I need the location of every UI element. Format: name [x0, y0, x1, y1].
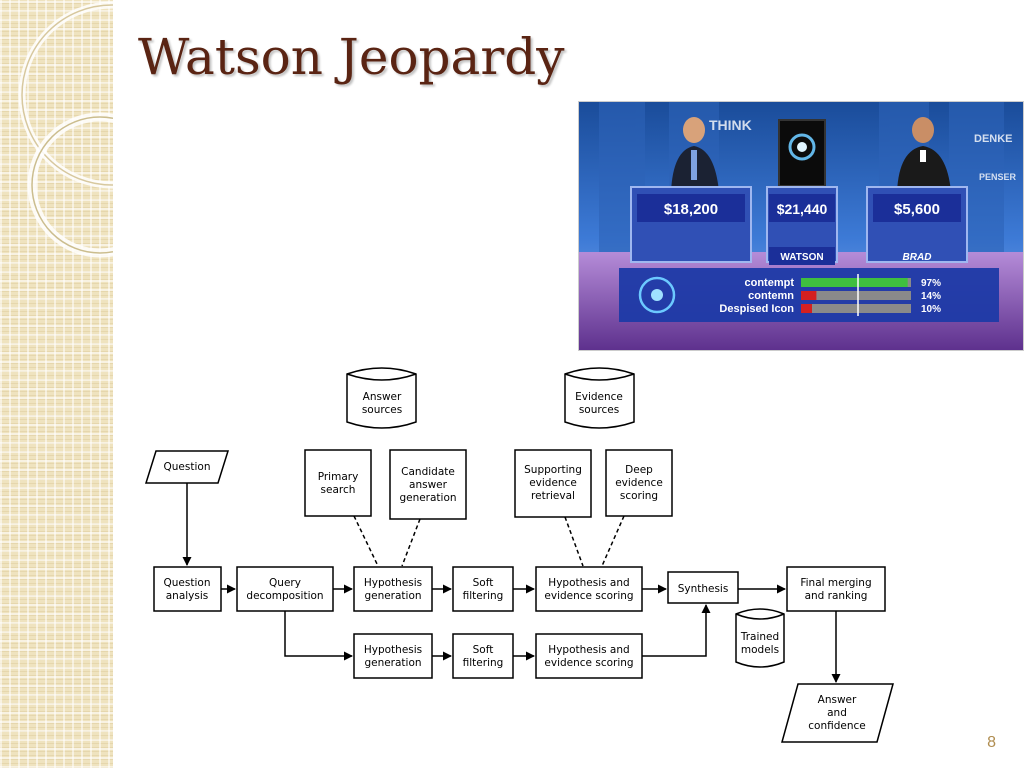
backdrop-word: PENSER — [979, 172, 1017, 182]
hypothesis-evidence-scoring-node-2: Hypothesis and evidence scoring — [535, 633, 643, 679]
confidence-bar-track — [801, 304, 911, 313]
query-decomposition-node: Query decomposition — [236, 566, 334, 612]
svg-text:Synthesis: Synthesis — [678, 583, 729, 595]
svg-text:Hypothesis and: Hypothesis and — [548, 644, 629, 656]
hypothesis-evidence-scoring-node: Hypothesis and evidence scoring — [535, 566, 643, 612]
svg-text:Hypothesis and: Hypothesis and — [548, 577, 629, 589]
podium-name-watson: WATSON — [780, 252, 823, 263]
answer-text: contempt — [745, 277, 795, 289]
primary-search-node: Primary search — [304, 449, 372, 517]
question-node: Question — [144, 450, 230, 484]
svg-text:Query: Query — [269, 577, 301, 589]
score-watson: $21,440 — [777, 201, 828, 217]
svg-text:Soft: Soft — [473, 644, 494, 656]
answer-row: contemn 14% — [748, 290, 941, 302]
svg-text:search: search — [321, 484, 356, 496]
hypothesis-generation-node: Hypothesis generation — [353, 566, 433, 612]
svg-text:Answer: Answer — [818, 694, 857, 706]
watson-avatar-screen — [778, 119, 826, 187]
trained-models-node: Trained models — [735, 608, 785, 668]
diagram-connectors — [182, 483, 841, 683]
contestant-right — [897, 117, 951, 192]
jeopardy-stage-photo: THINK DENKE PENSER $18,200 $21,4 — [578, 101, 1024, 351]
svg-text:confidence: confidence — [808, 720, 865, 732]
svg-text:Soft: Soft — [473, 577, 494, 589]
svg-text:Evidence: Evidence — [575, 391, 623, 403]
confidence-value: 97% — [921, 278, 941, 289]
deep-evidence-scoring-node: Deep evidence scoring — [605, 449, 673, 517]
svg-text:and: and — [827, 707, 847, 719]
svg-text:generation: generation — [364, 590, 421, 602]
svg-text:Hypothesis: Hypothesis — [364, 644, 422, 656]
question-analysis-node: Question analysis — [153, 566, 222, 612]
svg-text:Candidate: Candidate — [401, 466, 455, 478]
backdrop-word: THINK — [709, 117, 752, 133]
svg-text:scoring: scoring — [620, 490, 658, 502]
answer-row: Despised Icon 10% — [719, 303, 941, 315]
watson-logo-icon — [638, 276, 676, 314]
evidence-sources-node: Evidence sources — [564, 367, 635, 429]
svg-text:generation: generation — [364, 657, 421, 669]
svg-text:evidence scoring: evidence scoring — [544, 590, 633, 602]
svg-text:filtering: filtering — [463, 657, 504, 669]
slide-title: Watson Jeopardy — [138, 28, 565, 86]
svg-text:Trained: Trained — [740, 631, 779, 643]
svg-text:evidence: evidence — [615, 477, 663, 489]
svg-text:Final merging: Final merging — [800, 577, 871, 589]
final-merging-node: Final merging and ranking — [786, 566, 886, 612]
svg-text:Primary: Primary — [318, 471, 359, 483]
svg-text:Answer: Answer — [363, 391, 402, 403]
supporting-evidence-retrieval-node: Supporting evidence retrieval — [514, 449, 592, 518]
score-right: $5,600 — [894, 201, 940, 218]
pipeline-diagram: Answer sources Evidence sources Question… — [140, 360, 900, 756]
svg-text:sources: sources — [362, 404, 402, 416]
candidate-answer-generation-node: Candidate answer generation — [389, 449, 467, 520]
svg-text:evidence: evidence — [529, 477, 577, 489]
answer-text: Despised Icon — [719, 303, 794, 315]
podium-name-right: BRAD — [903, 252, 932, 263]
svg-text:retrieval: retrieval — [531, 490, 575, 502]
svg-text:Deep: Deep — [625, 464, 653, 476]
svg-text:filtering: filtering — [463, 590, 504, 602]
soft-filtering-node-2: Soft filtering — [452, 633, 514, 679]
svg-text:decomposition: decomposition — [246, 590, 323, 602]
answer-confidence-node: Answer and confidence — [781, 683, 894, 743]
answer-sources-node: Answer sources — [346, 367, 417, 429]
decorative-side-strip — [0, 0, 113, 768]
svg-text:Question: Question — [164, 461, 211, 473]
synthesis-node: Synthesis — [667, 571, 739, 604]
decorative-circles — [18, 1, 113, 258]
podium-left: $18,200 — [630, 186, 752, 263]
svg-text:Supporting: Supporting — [524, 464, 582, 476]
svg-text:evidence scoring: evidence scoring — [544, 657, 633, 669]
confidence-bar-fill — [801, 278, 908, 287]
hypothesis-generation-node-2: Hypothesis generation — [353, 633, 433, 679]
score-left: $18,200 — [664, 201, 718, 218]
answer-rows: contempt 97% contemn 14% Despised Icon 1… — [719, 274, 941, 316]
svg-text:generation: generation — [399, 492, 456, 504]
svg-text:analysis: analysis — [166, 590, 209, 602]
answer-text: contemn — [748, 290, 794, 302]
podium-watson: $21,440 WATSON — [766, 186, 838, 265]
backdrop-word: DENKE — [974, 133, 1013, 145]
confidence-bar-track — [801, 291, 911, 300]
soft-filtering-node: Soft filtering — [452, 566, 514, 612]
confidence-bar-fill — [801, 304, 812, 313]
svg-text:Hypothesis: Hypothesis — [364, 577, 422, 589]
svg-text:answer: answer — [409, 479, 448, 491]
svg-text:and ranking: and ranking — [805, 590, 868, 602]
page-number: 8 — [987, 734, 996, 751]
answer-row: contempt 97% — [745, 277, 942, 289]
confidence-value: 14% — [921, 291, 941, 302]
contestant-left — [671, 117, 719, 192]
svg-text:sources: sources — [579, 404, 619, 416]
confidence-bar-fill — [801, 291, 817, 300]
podium-right: $5,600 BRAD — [866, 186, 968, 263]
confidence-value: 10% — [921, 304, 941, 315]
svg-text:Question: Question — [164, 577, 211, 589]
svg-text:models: models — [741, 644, 779, 656]
